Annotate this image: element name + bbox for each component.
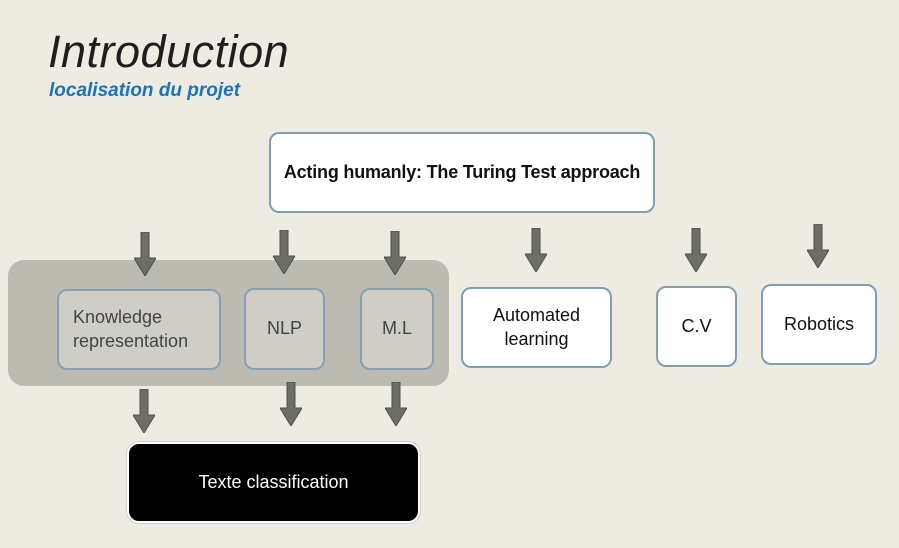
arrow-down-icon xyxy=(134,232,156,276)
arrow-down-icon xyxy=(280,382,302,426)
node-knowledge-representation: Knowledge representation xyxy=(57,289,221,370)
node-cv: C.V xyxy=(656,286,737,367)
result-node-texte-classification: Texte classification xyxy=(127,442,420,523)
arrow-down-icon xyxy=(133,389,155,433)
arrow-down-icon xyxy=(807,224,829,268)
node-robotics: Robotics xyxy=(761,284,877,365)
page-subtitle: localisation du projet xyxy=(49,80,241,101)
arrow-down-icon xyxy=(385,382,407,426)
arrow-down-icon xyxy=(685,228,707,272)
arrow-down-icon xyxy=(273,230,295,274)
arrow-down-icon xyxy=(384,231,406,275)
top-node-turing-test: Acting humanly: The Turing Test approach xyxy=(269,132,655,213)
node-automated-learning: Automated learning xyxy=(461,287,612,368)
node-nlp: NLP xyxy=(244,288,325,370)
node-ml: M.L xyxy=(360,288,434,370)
arrow-down-icon xyxy=(525,228,547,272)
page-title: Introduction xyxy=(48,26,290,77)
